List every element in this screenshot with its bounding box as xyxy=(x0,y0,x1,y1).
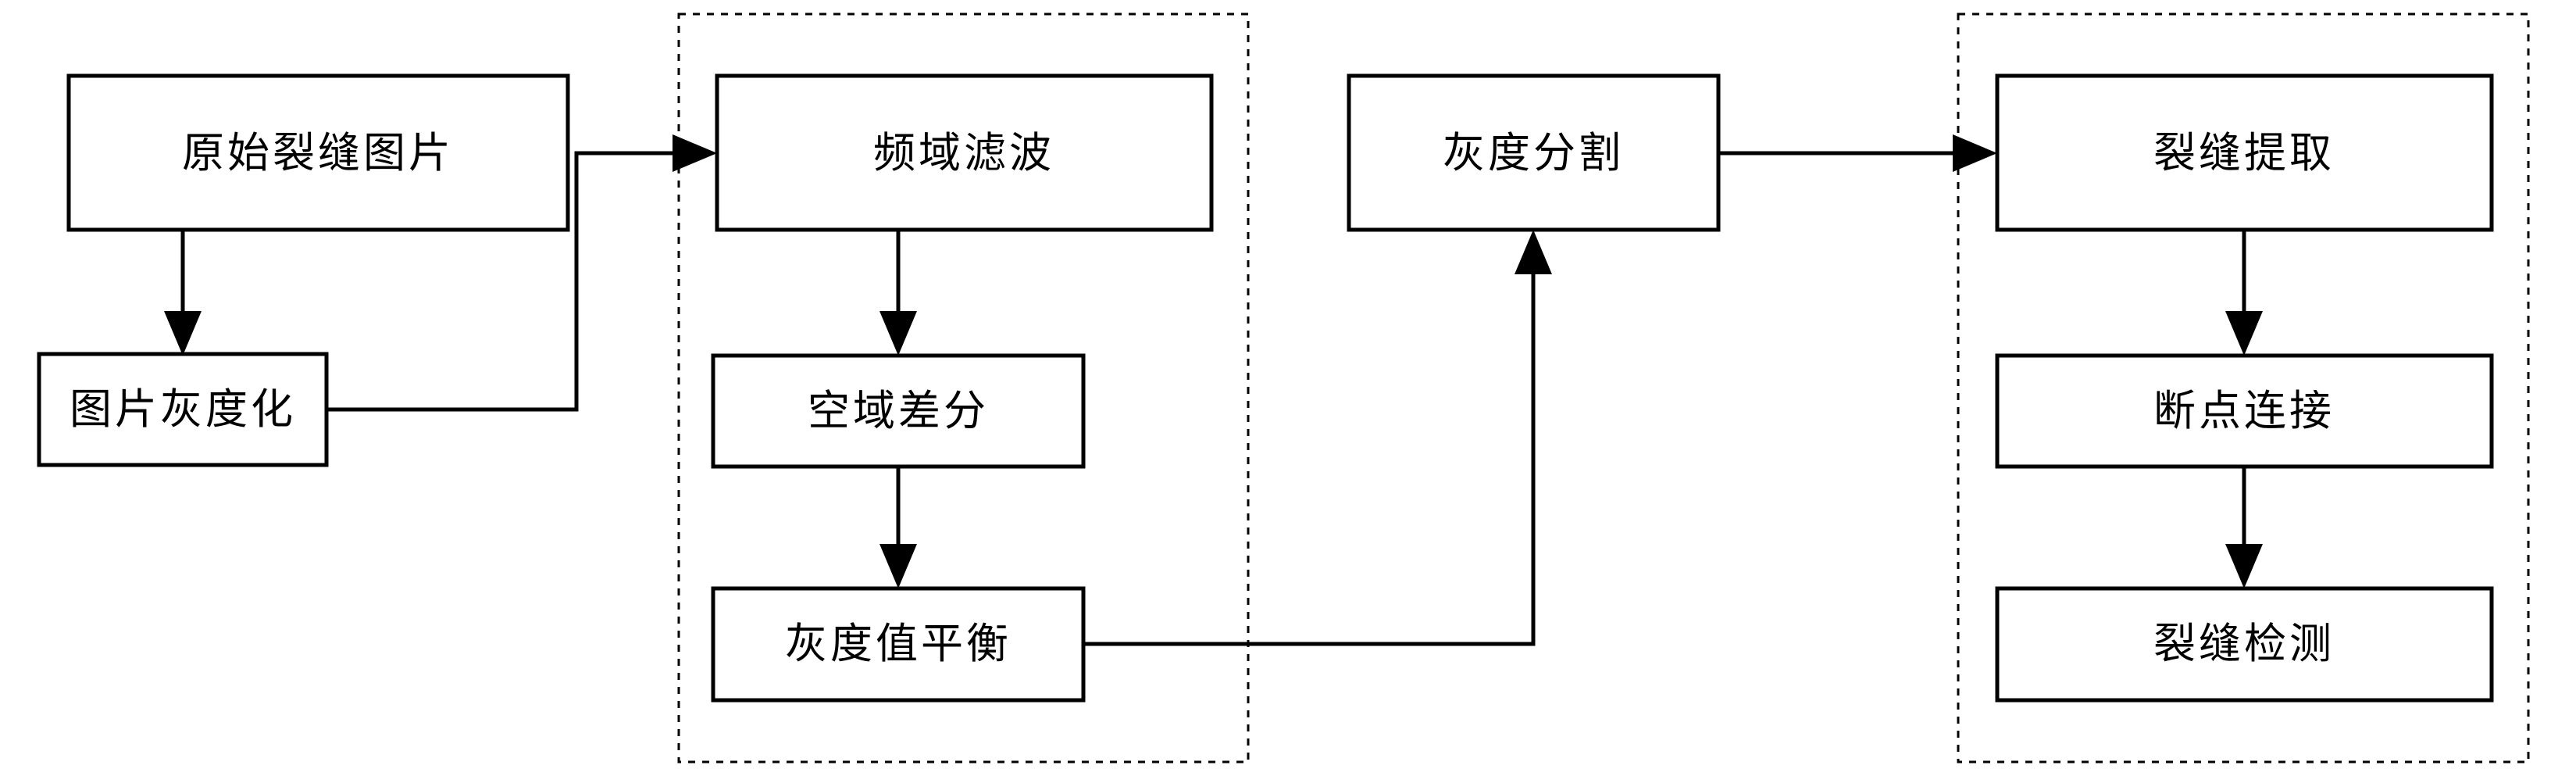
node-crack-detection[interactable]: 裂缝检测 xyxy=(1995,586,2494,703)
edge-balance-to-segmentation xyxy=(1083,230,1552,646)
edge-grayscale-to-frequency-filter xyxy=(326,134,717,412)
group-box-extract xyxy=(1957,13,2530,763)
edge-spatial-to-balance xyxy=(879,467,917,588)
node-crack-detection-label: 裂缝检测 xyxy=(2153,620,2335,667)
node-frequency-filter-label: 频域滤波 xyxy=(873,130,1054,177)
node-crack-extraction[interactable]: 裂缝提取 xyxy=(1995,73,2494,232)
node-gray-balance[interactable]: 灰度值平衡 xyxy=(711,586,1086,703)
node-original-image-label: 原始裂缝图片 xyxy=(182,130,454,177)
edge-frequency-to-spatial xyxy=(879,230,917,356)
node-gray-balance-label: 灰度值平衡 xyxy=(785,620,1011,667)
node-grayscale-label: 图片灰度化 xyxy=(70,386,296,433)
node-gray-segmentation-label: 灰度分割 xyxy=(1443,130,1624,177)
node-original-image[interactable]: 原始裂缝图片 xyxy=(66,73,570,232)
edge-segmentation-to-extraction xyxy=(1718,134,1997,172)
node-crack-extraction-label: 裂缝提取 xyxy=(2153,130,2335,177)
node-spatial-difference-label: 空域差分 xyxy=(808,388,989,434)
edge-breakpoint-to-detection xyxy=(2225,467,2263,588)
group-box-preprocess xyxy=(677,13,1250,763)
node-breakpoint-connect[interactable]: 断点连接 xyxy=(1995,353,2494,469)
node-breakpoint-connect-label: 断点连接 xyxy=(2153,388,2335,434)
node-gray-segmentation[interactable]: 灰度分割 xyxy=(1347,73,1721,232)
node-spatial-difference[interactable]: 空域差分 xyxy=(711,353,1086,469)
edge-original-to-grayscale xyxy=(164,230,202,356)
node-frequency-filter[interactable]: 频域滤波 xyxy=(715,73,1214,232)
node-grayscale[interactable]: 图片灰度化 xyxy=(37,352,329,467)
edge-extraction-to-breakpoint xyxy=(2225,230,2263,356)
